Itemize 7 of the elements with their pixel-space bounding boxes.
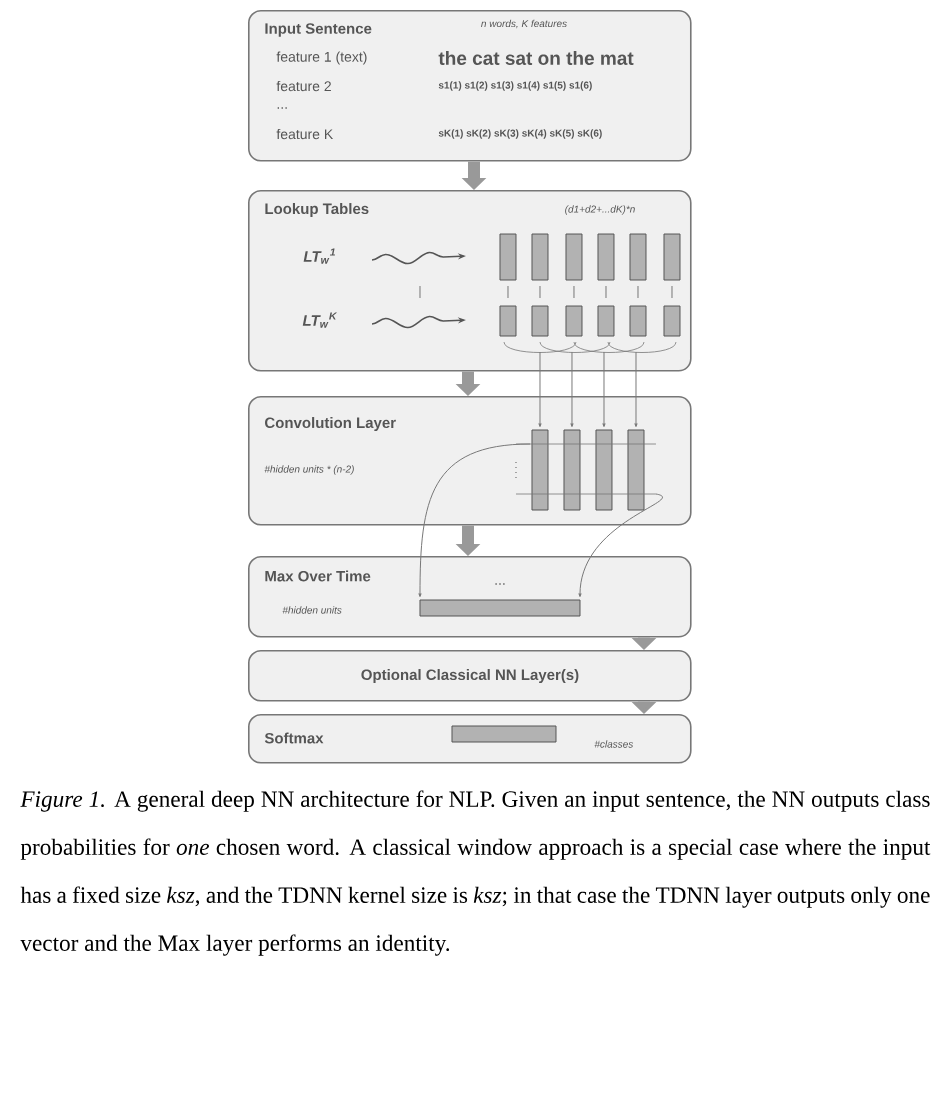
arrow (418, 443, 531, 598)
arrow (634, 351, 638, 428)
arrow (570, 351, 574, 428)
arrow (578, 493, 663, 598)
arrow (538, 351, 542, 428)
caption: Figure 1. A general deep NN architecture for NLP. Given an input sentence, the NN outputs class probabilities for one chosen word. A classical window approach is a special case where the input has a fixed size ksz, and the TDNN kernel size is ksz; in that case the TDNN layer outputs only one vector and the Max layer performs an identity. (20, 790, 931, 956)
arrow (602, 351, 606, 428)
